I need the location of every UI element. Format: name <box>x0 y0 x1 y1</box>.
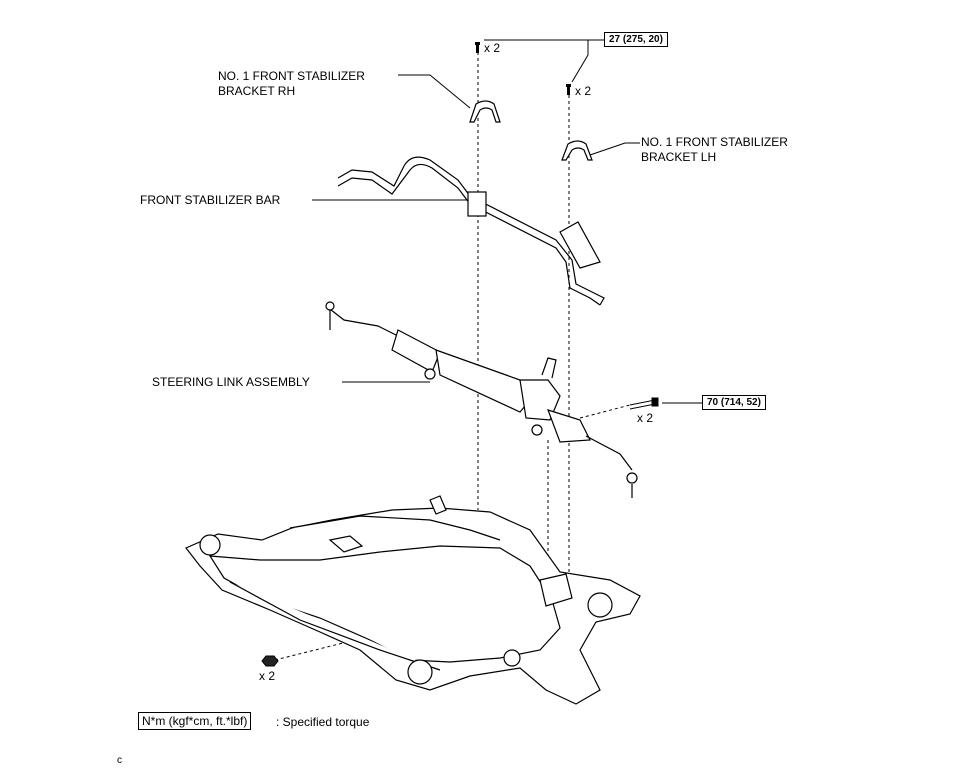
leader-bracket-rh <box>398 74 471 109</box>
steering-link-shape <box>325 301 638 498</box>
bracket-lh-shape <box>561 140 593 161</box>
bolt-icon-steering <box>629 397 659 410</box>
label-stabilizer-bar: FRONT STABILIZER BAR <box>140 193 281 207</box>
label-steering-link: STEERING LINK ASSEMBLY <box>152 375 310 389</box>
crossmember-shape <box>185 495 641 705</box>
label-bracket-rh: NO. 1 FRONT STABILIZER BRACKET RH <box>218 69 365 99</box>
bolt-icon-top-right <box>566 84 571 95</box>
label-bracket-rh-line2: BRACKET RH <box>218 84 296 98</box>
bolt-icon-top-left <box>475 42 480 53</box>
qty-bolt-steering: x 2 <box>637 411 654 425</box>
label-bracket-lh: NO. 1 FRONT STABILIZER BRACKET LH <box>641 135 788 165</box>
bracket-rh-shape <box>469 100 501 123</box>
stabilizer-bar-shape <box>337 156 605 306</box>
leader-bracket-lh <box>589 142 640 156</box>
qty-bolt-top-left: x 2 <box>484 41 501 55</box>
qty-bolt-top-right: x 2 <box>575 84 592 98</box>
qty-nut-frame: x 2 <box>259 669 276 683</box>
label-bracket-lh-line2: BRACKET LH <box>641 150 717 164</box>
label-bracket-rh-line1: NO. 1 FRONT STABILIZER <box>218 69 365 83</box>
figure-code: c <box>117 755 122 766</box>
label-bracket-lh-line1: NO. 1 FRONT STABILIZER <box>641 135 788 149</box>
torque-box-steering: 70 (714, 52) <box>702 395 766 410</box>
leader-torque-27 <box>484 39 604 83</box>
nut-icon-frame <box>261 655 279 667</box>
torque-box-bracket: 27 (275, 20) <box>604 32 668 47</box>
legend-text: : Specified torque <box>276 715 370 729</box>
legend-unit-box: N*m (kgf*cm, ft.*lbf) <box>138 712 252 730</box>
